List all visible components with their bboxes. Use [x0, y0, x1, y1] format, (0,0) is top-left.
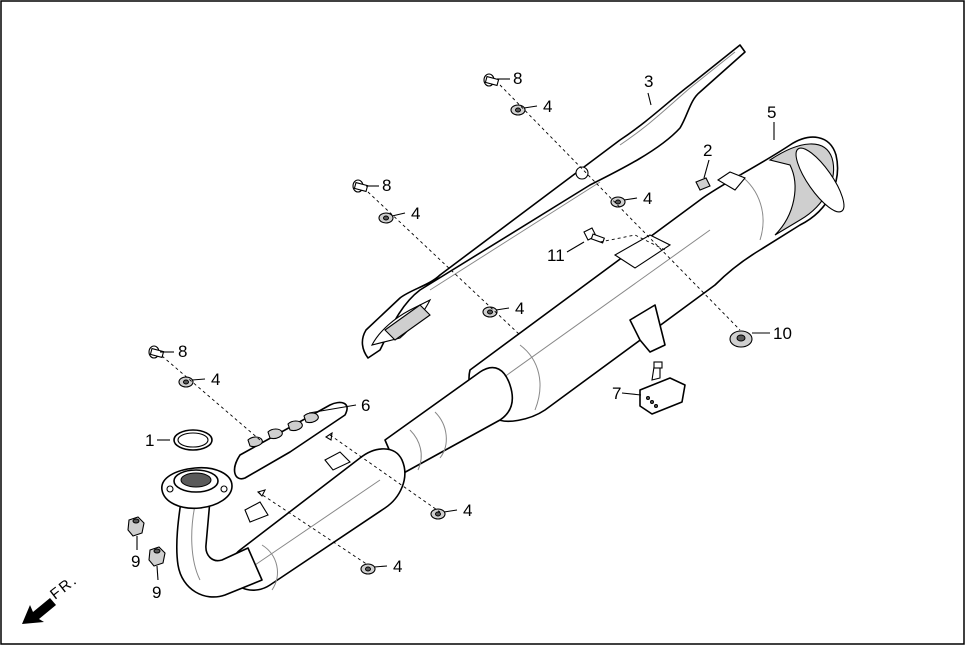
callout-4-g: 4	[393, 557, 402, 576]
long-heat-shield	[361, 44, 746, 359]
washer-4-e	[178, 376, 194, 388]
assembly-lines	[161, 84, 741, 566]
callout-6: 6	[361, 396, 370, 415]
middle-pipe	[384, 366, 514, 476]
small-heat-shield	[233, 401, 348, 480]
callout-9-b: 9	[152, 583, 161, 602]
flange-nut-10	[729, 330, 753, 348]
washer-4-d	[482, 306, 498, 318]
callout-4-a: 4	[543, 97, 552, 116]
leader-lines	[136, 78, 775, 581]
callout-7: 7	[612, 384, 621, 403]
gasket	[173, 429, 213, 451]
bolt-11	[583, 227, 606, 244]
callout-4-e: 4	[211, 370, 220, 389]
callout-5: 5	[767, 103, 776, 122]
clip-2	[695, 177, 711, 191]
front-direction-indicator: FR.	[22, 571, 81, 624]
callout-2: 2	[703, 141, 712, 160]
callout-10: 10	[773, 324, 792, 343]
main-muffler	[468, 136, 845, 422]
callout-4-c: 4	[643, 189, 652, 208]
washer-4-b	[378, 212, 394, 224]
callout-3: 3	[644, 72, 653, 91]
callout-9-a: 9	[131, 552, 140, 571]
callout-1: 1	[145, 431, 154, 450]
callout-4-f: 4	[463, 501, 472, 520]
callout-labels: 1 2 3 4 4 4 4 4 4 4 5 6 7 8 8 8 9 9 10 1…	[131, 69, 792, 602]
header-pipe	[161, 466, 263, 598]
callout-4-d: 4	[515, 299, 524, 318]
nut-9-a	[127, 516, 145, 537]
washer-4-a	[510, 104, 526, 116]
bolt-8-top	[483, 73, 500, 87]
washer-4-c	[610, 196, 626, 208]
callout-4-b: 4	[411, 204, 420, 223]
nut-9-b	[148, 546, 166, 567]
washer-4-g	[360, 563, 376, 575]
washer-4-f	[430, 508, 446, 520]
direction-arrow-icon	[22, 598, 56, 624]
sensor-block	[639, 361, 686, 415]
bolt-8-left	[148, 345, 165, 359]
callout-8-b: 8	[382, 176, 391, 195]
bolt-8-mid	[352, 179, 369, 193]
direction-label: FR.	[47, 571, 81, 603]
callout-11: 11	[547, 246, 565, 265]
callout-8-c: 8	[178, 342, 187, 361]
callout-8-a: 8	[513, 69, 522, 88]
